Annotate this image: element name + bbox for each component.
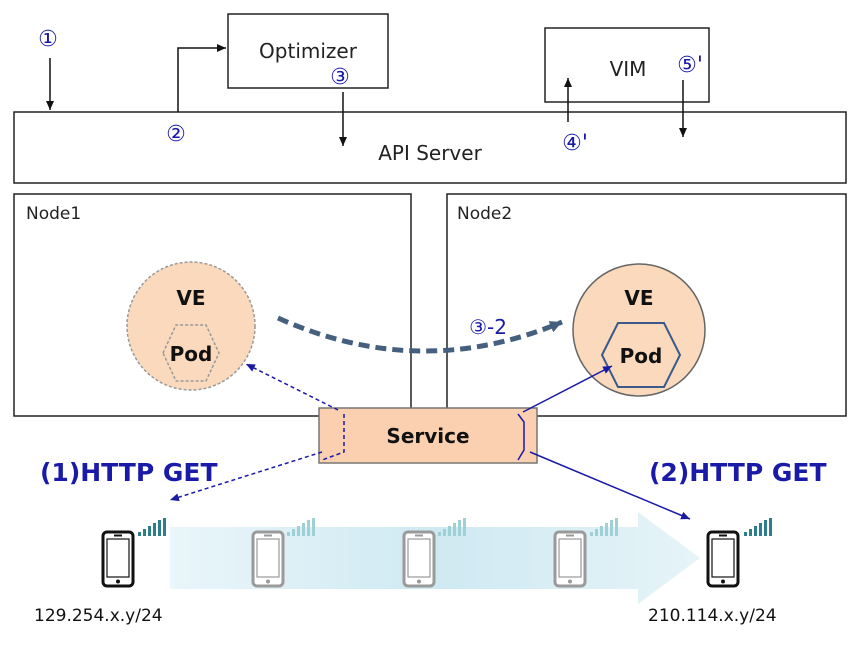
service-label: Service — [386, 424, 469, 448]
api-server-label: API Server — [378, 141, 482, 165]
service-route-right — [517, 413, 525, 461]
vim-label: VIM — [610, 57, 647, 81]
http-get-2-label: (2)HTTP GET — [649, 458, 827, 487]
phone-icon-end — [706, 530, 740, 588]
http-get-1-arrow — [169, 451, 323, 502]
migration-arrow — [276, 315, 563, 354]
phone-icon-start — [101, 530, 135, 588]
step-4p-marker: ④' — [562, 131, 588, 156]
step-2-marker: ② — [166, 122, 186, 147]
step-1-marker: ① — [38, 27, 58, 52]
node1-label: Node1 — [26, 204, 81, 224]
node2-ve-label: VE — [624, 286, 653, 310]
ip-right-label: 210.114.x.y/24 — [648, 606, 777, 626]
step-5p-marker: ⑤' — [677, 53, 703, 78]
node1-ve-label: VE — [176, 286, 205, 310]
service-to-pod1-arrow — [245, 363, 339, 411]
ip-left-label: 129.254.x.y/24 — [34, 606, 163, 626]
service-route-left — [321, 414, 345, 461]
node2-pod-hexagon — [600, 322, 682, 388]
node2-label: Node2 — [457, 204, 512, 224]
step-3-marker: ③ — [330, 65, 350, 90]
http-get-2-arrow — [529, 451, 691, 520]
node1-ve-circle — [126, 261, 256, 391]
phone-icon-mid3 — [553, 530, 587, 588]
migration-label: ③-2 — [469, 315, 507, 339]
api-server-box — [13, 111, 847, 184]
arrow-2-to-optimizer — [177, 44, 226, 112]
node1-pod-label: Pod — [170, 342, 213, 366]
optimizer-box — [227, 13, 389, 89]
http-get-1-label: (1)HTTP GET — [40, 458, 218, 487]
phone-icon-mid2 — [402, 530, 436, 588]
service-box — [318, 407, 538, 464]
vim-box — [544, 27, 710, 103]
optimizer-label: Optimizer — [259, 39, 358, 63]
signal-icon-start — [138, 518, 166, 536]
service-to-pod2-arrow — [522, 365, 613, 413]
node2-pod-label: Pod — [620, 344, 663, 368]
node1-pod-hexagon — [162, 324, 220, 382]
signal-icon-end — [744, 518, 772, 536]
phone-icon-mid1 — [251, 530, 285, 588]
